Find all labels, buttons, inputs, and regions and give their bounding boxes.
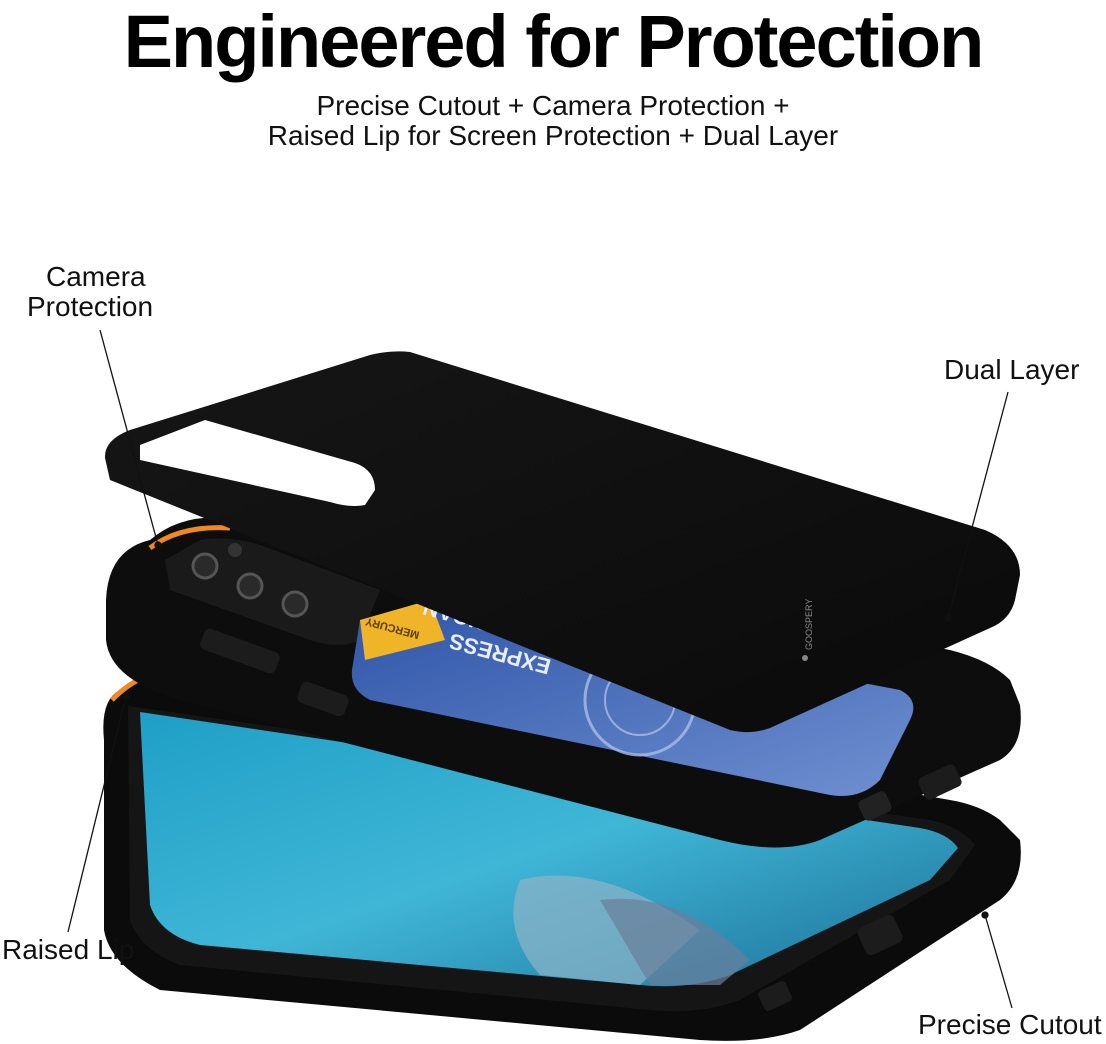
camera-cutout bbox=[140, 420, 375, 506]
callout-lines bbox=[67, 329, 1013, 1009]
dual-layer-callout-line bbox=[947, 391, 1009, 619]
camera-callout-line bbox=[99, 329, 159, 546]
subtitle-line-2: Raised Lip for Screen Protection + Dual … bbox=[267, 120, 839, 151]
card-tag bbox=[360, 600, 445, 660]
page-title: Engineered for Protection bbox=[123, 0, 985, 83]
camera-lens-icon bbox=[191, 552, 219, 580]
callout-camera-protection-line1: Camera bbox=[46, 261, 146, 292]
power-button bbox=[297, 681, 349, 717]
credit-card bbox=[351, 600, 914, 796]
cover-logo: GOOSPERY bbox=[804, 599, 814, 650]
callout-camera-protection-line2: Protection bbox=[27, 291, 154, 322]
callout-raised-lip: Raised Lip bbox=[2, 934, 135, 965]
raised-lip-callout-line bbox=[67, 695, 127, 933]
precise-cutout-callout-line bbox=[984, 914, 1013, 1009]
camera-module bbox=[165, 538, 380, 645]
phone-screen bbox=[140, 712, 958, 987]
callout-precise-cutout: Precise Cutout bbox=[918, 1009, 1102, 1040]
back-cover-layer: GOOSPERY bbox=[104, 351, 1021, 733]
subtitle-line-1: Precise Cutout + Camera Protection + bbox=[316, 90, 790, 121]
bottom-case-layer bbox=[103, 662, 1021, 1041]
callout-dual-layer: Dual Layer bbox=[944, 354, 1080, 385]
volume-button bbox=[200, 628, 280, 674]
usb-port bbox=[857, 914, 903, 956]
